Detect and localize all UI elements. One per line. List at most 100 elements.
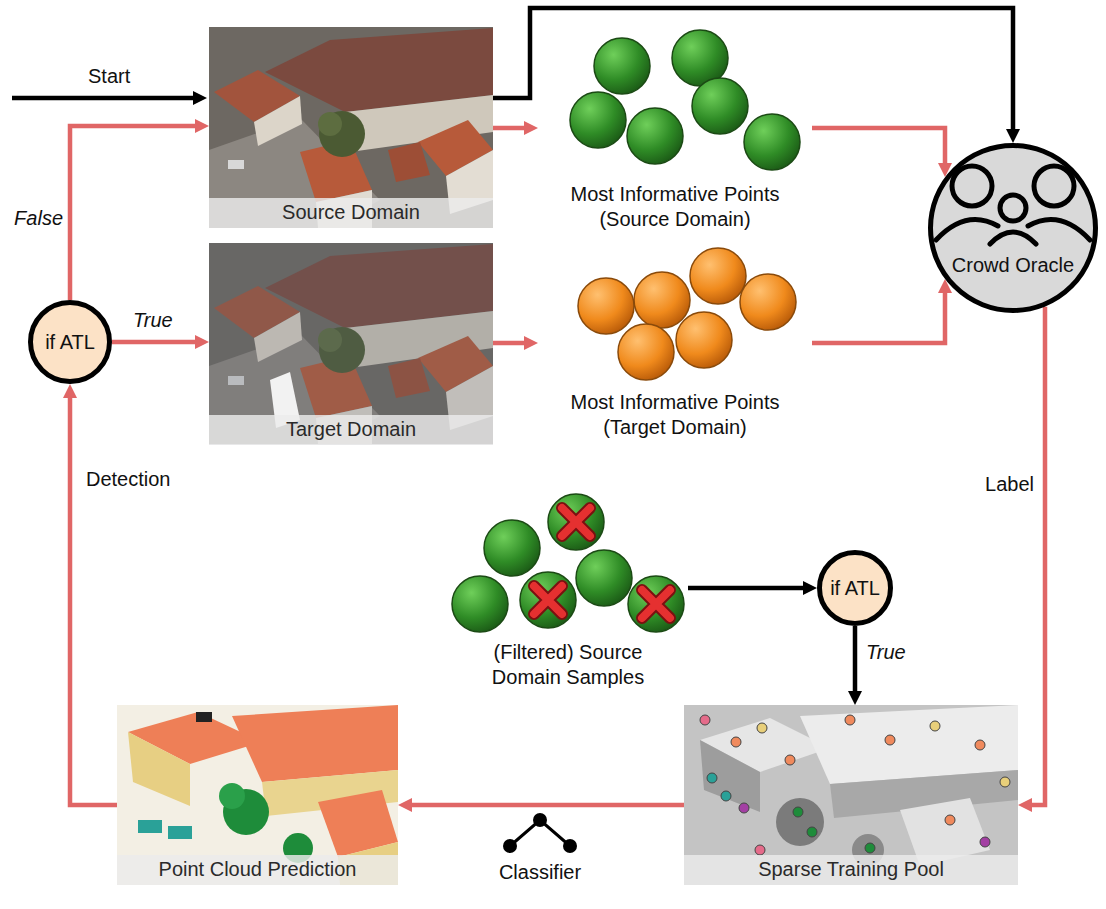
prediction-render: [168, 826, 192, 839]
sparse-render: [684, 705, 1018, 885]
orange-points: [676, 312, 732, 368]
prediction-render: [128, 732, 190, 806]
flow-arrow: [853, 626, 858, 697]
sparse-render: [700, 740, 760, 812]
filtered-points: [520, 572, 576, 628]
orange-points: [578, 248, 796, 380]
decision-circle: [820, 553, 891, 624]
edge-label: False: [14, 206, 63, 230]
filtered-points: [534, 586, 562, 614]
decision-circle: if ATL: [28, 300, 112, 384]
flow-arrow: [812, 128, 945, 169]
classifier-icon: [563, 839, 577, 853]
decision-circle: if ATL: [817, 550, 893, 626]
node-label: Most Informative Points (Target Domain): [555, 390, 795, 440]
sparse-render: [739, 803, 749, 813]
flow-arrow: [1026, 307, 1045, 805]
sparse-render: [885, 735, 895, 745]
edge-label: Classifier: [499, 860, 581, 884]
filtered-points: [562, 508, 590, 536]
orange-points: [618, 324, 674, 380]
sparse-render: [800, 705, 1018, 784]
node-label: if ATL: [45, 330, 95, 355]
sparse-render: [845, 715, 855, 725]
sparse-render: [684, 705, 1018, 885]
prediction-render: [196, 712, 212, 722]
source-photo: [209, 27, 493, 228]
node-label: Most Informative Points (Source Domain): [555, 182, 795, 232]
filtered-points: [484, 520, 540, 576]
sparse-render: [945, 815, 955, 825]
oracle-icon: [930, 145, 1096, 311]
filtered-points: [548, 494, 604, 550]
flow-arrow: [112, 340, 201, 345]
classifier-icon: [533, 813, 547, 827]
sparse-render: [793, 807, 803, 817]
panel-caption: Point Cloud Prediction: [117, 855, 398, 885]
oracle-icon: [952, 166, 992, 206]
image-panel: Point Cloud Prediction: [117, 705, 398, 885]
oracle-circle: [931, 146, 1096, 311]
sparse-render: [731, 737, 741, 747]
filtered-points: [452, 576, 508, 632]
sparse-render: [755, 845, 765, 855]
green-points: [570, 30, 800, 170]
oracle-circle: Crowd Oracle: [928, 143, 1098, 313]
panel-caption: Target Domain: [209, 415, 493, 445]
edge-label: True: [133, 308, 173, 332]
start-arrow: [12, 96, 199, 101]
flow-arrow: [493, 341, 530, 346]
edge-label: True: [866, 640, 906, 664]
green-points: [692, 78, 748, 134]
flow-arrow: [688, 586, 809, 591]
oracle-icon: [936, 220, 998, 240]
filtered-points: [628, 576, 684, 632]
filtered-points: [642, 590, 670, 618]
start-label: Start: [88, 64, 130, 88]
classifier-icon: [503, 813, 577, 853]
oracle-icon: [1028, 220, 1090, 240]
green-points: [570, 92, 626, 148]
flow-arrow: [812, 287, 945, 343]
filtered-points: [452, 494, 684, 632]
flow-arrow: [493, 126, 530, 131]
node-label: (Filtered) Source Domain Samples: [468, 640, 668, 690]
oracle-icon: [936, 166, 1090, 244]
sparse-render: [785, 755, 795, 765]
target-photo: [209, 243, 493, 444]
filtered-points: [534, 586, 562, 614]
flow-arrow: [493, 8, 1013, 135]
filtered-points: [534, 508, 670, 618]
flow-arrow: [70, 126, 201, 300]
sparse-render: [865, 843, 875, 853]
oracle-icon: [990, 232, 1036, 244]
orange-points: [690, 248, 746, 304]
sparse-render: [930, 721, 940, 731]
prediction-render: [219, 783, 245, 809]
sparse-render: [757, 723, 767, 733]
green-points: [744, 114, 800, 170]
panel-caption: Sparse Training Pool: [684, 855, 1018, 885]
sparse-render: [807, 827, 817, 837]
target-photo: [209, 243, 493, 444]
sparse-render: [776, 798, 824, 846]
sparse-render: [700, 715, 1010, 855]
oracle-circle: [928, 143, 1098, 313]
sparse-render: [707, 773, 717, 783]
prediction-render: [117, 705, 398, 885]
target-photo: [209, 243, 493, 445]
prediction-render: [138, 820, 162, 833]
image-panel: Target Domain: [209, 243, 493, 445]
green-points: [627, 108, 683, 164]
oracle-icon: [1034, 166, 1074, 206]
filtered-points: [576, 550, 632, 606]
point-cluster: Most Informative Points (Target Domain): [538, 245, 812, 440]
sparse-render: [980, 837, 990, 847]
orange-points: [578, 278, 634, 334]
filtered-points: [642, 590, 670, 618]
sparse-render: [975, 740, 985, 750]
green-points: [594, 38, 650, 94]
point-cluster: (Filtered) Source Domain Samples: [448, 495, 688, 690]
